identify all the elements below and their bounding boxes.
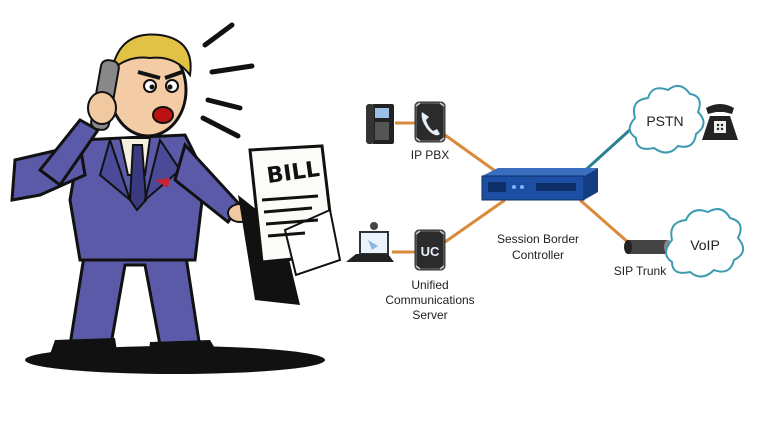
ip-pbx-node: IP PBX [411,101,449,162]
angry-man-illustration [10,22,325,374]
desk-ip-phone-icon [366,104,394,144]
uc-label-line3: Server [412,308,447,322]
sip-trunk-label: SIP Trunk [614,264,667,278]
sip-trunk-pipe: SIP Trunk [614,240,672,278]
sbc-label-line1: Session Border [497,232,579,246]
telephone-icon [702,104,738,140]
uc-label-line2: Communications [385,293,474,307]
uc-label-line1: Unified [411,278,448,292]
session-border-controller-node: Session Border Controller [481,168,598,262]
uc-server-node: UC Unified Communications Server [385,229,475,322]
sbc-label-line2: Controller [512,248,564,262]
uc-icon: UC [421,244,440,259]
phone-handset-icon [421,112,440,136]
link-sbc-pstn [578,126,634,177]
link-sbc-siptrunk [579,198,631,246]
pstn-cloud: PSTN [628,84,705,154]
voip-cloud: VoIP [665,208,745,278]
voip-label: VoIP [690,237,720,253]
pstn-label: PSTN [646,113,683,129]
laptop-icon [346,222,394,262]
link-uc-sbc [444,198,506,244]
bill-paper: BILL [238,144,342,305]
ip-pbx-label: IP PBX [411,148,449,162]
